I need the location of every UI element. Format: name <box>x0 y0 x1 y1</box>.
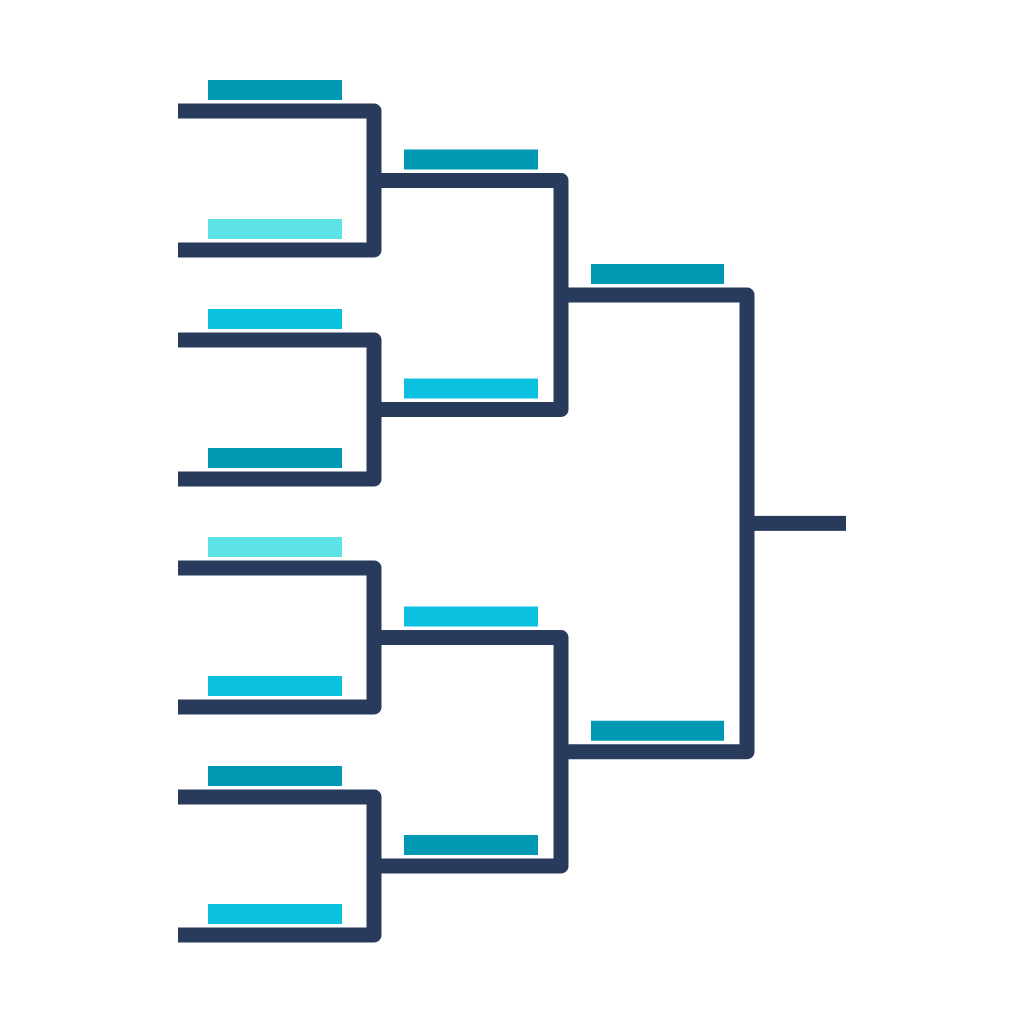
round-1-slot-4[interactable] <box>208 448 342 468</box>
round-1-slot-2[interactable] <box>208 219 342 239</box>
round-3-match-connector <box>561 287 755 760</box>
round-2-slot-3[interactable] <box>404 606 538 627</box>
round-2-match-connector <box>374 630 569 874</box>
round-1-slot-8[interactable] <box>208 904 342 924</box>
round-2-match-connector <box>374 173 569 417</box>
round-1-slot-1[interactable] <box>208 80 342 100</box>
round-2-slot-1[interactable] <box>404 149 538 170</box>
round-2-slot-2[interactable] <box>404 378 538 399</box>
bracket-lines <box>178 103 846 943</box>
round-1-slot-3[interactable] <box>208 309 342 329</box>
round-1-slot-7[interactable] <box>208 766 342 786</box>
round-1-slot-6[interactable] <box>208 676 342 696</box>
round-3-slot-1[interactable] <box>591 264 724 284</box>
round-2-slot-4[interactable] <box>404 835 538 855</box>
round-3-slot-2[interactable] <box>591 720 724 741</box>
bracket-slots <box>208 80 724 924</box>
round-1-slot-5[interactable] <box>208 537 342 557</box>
